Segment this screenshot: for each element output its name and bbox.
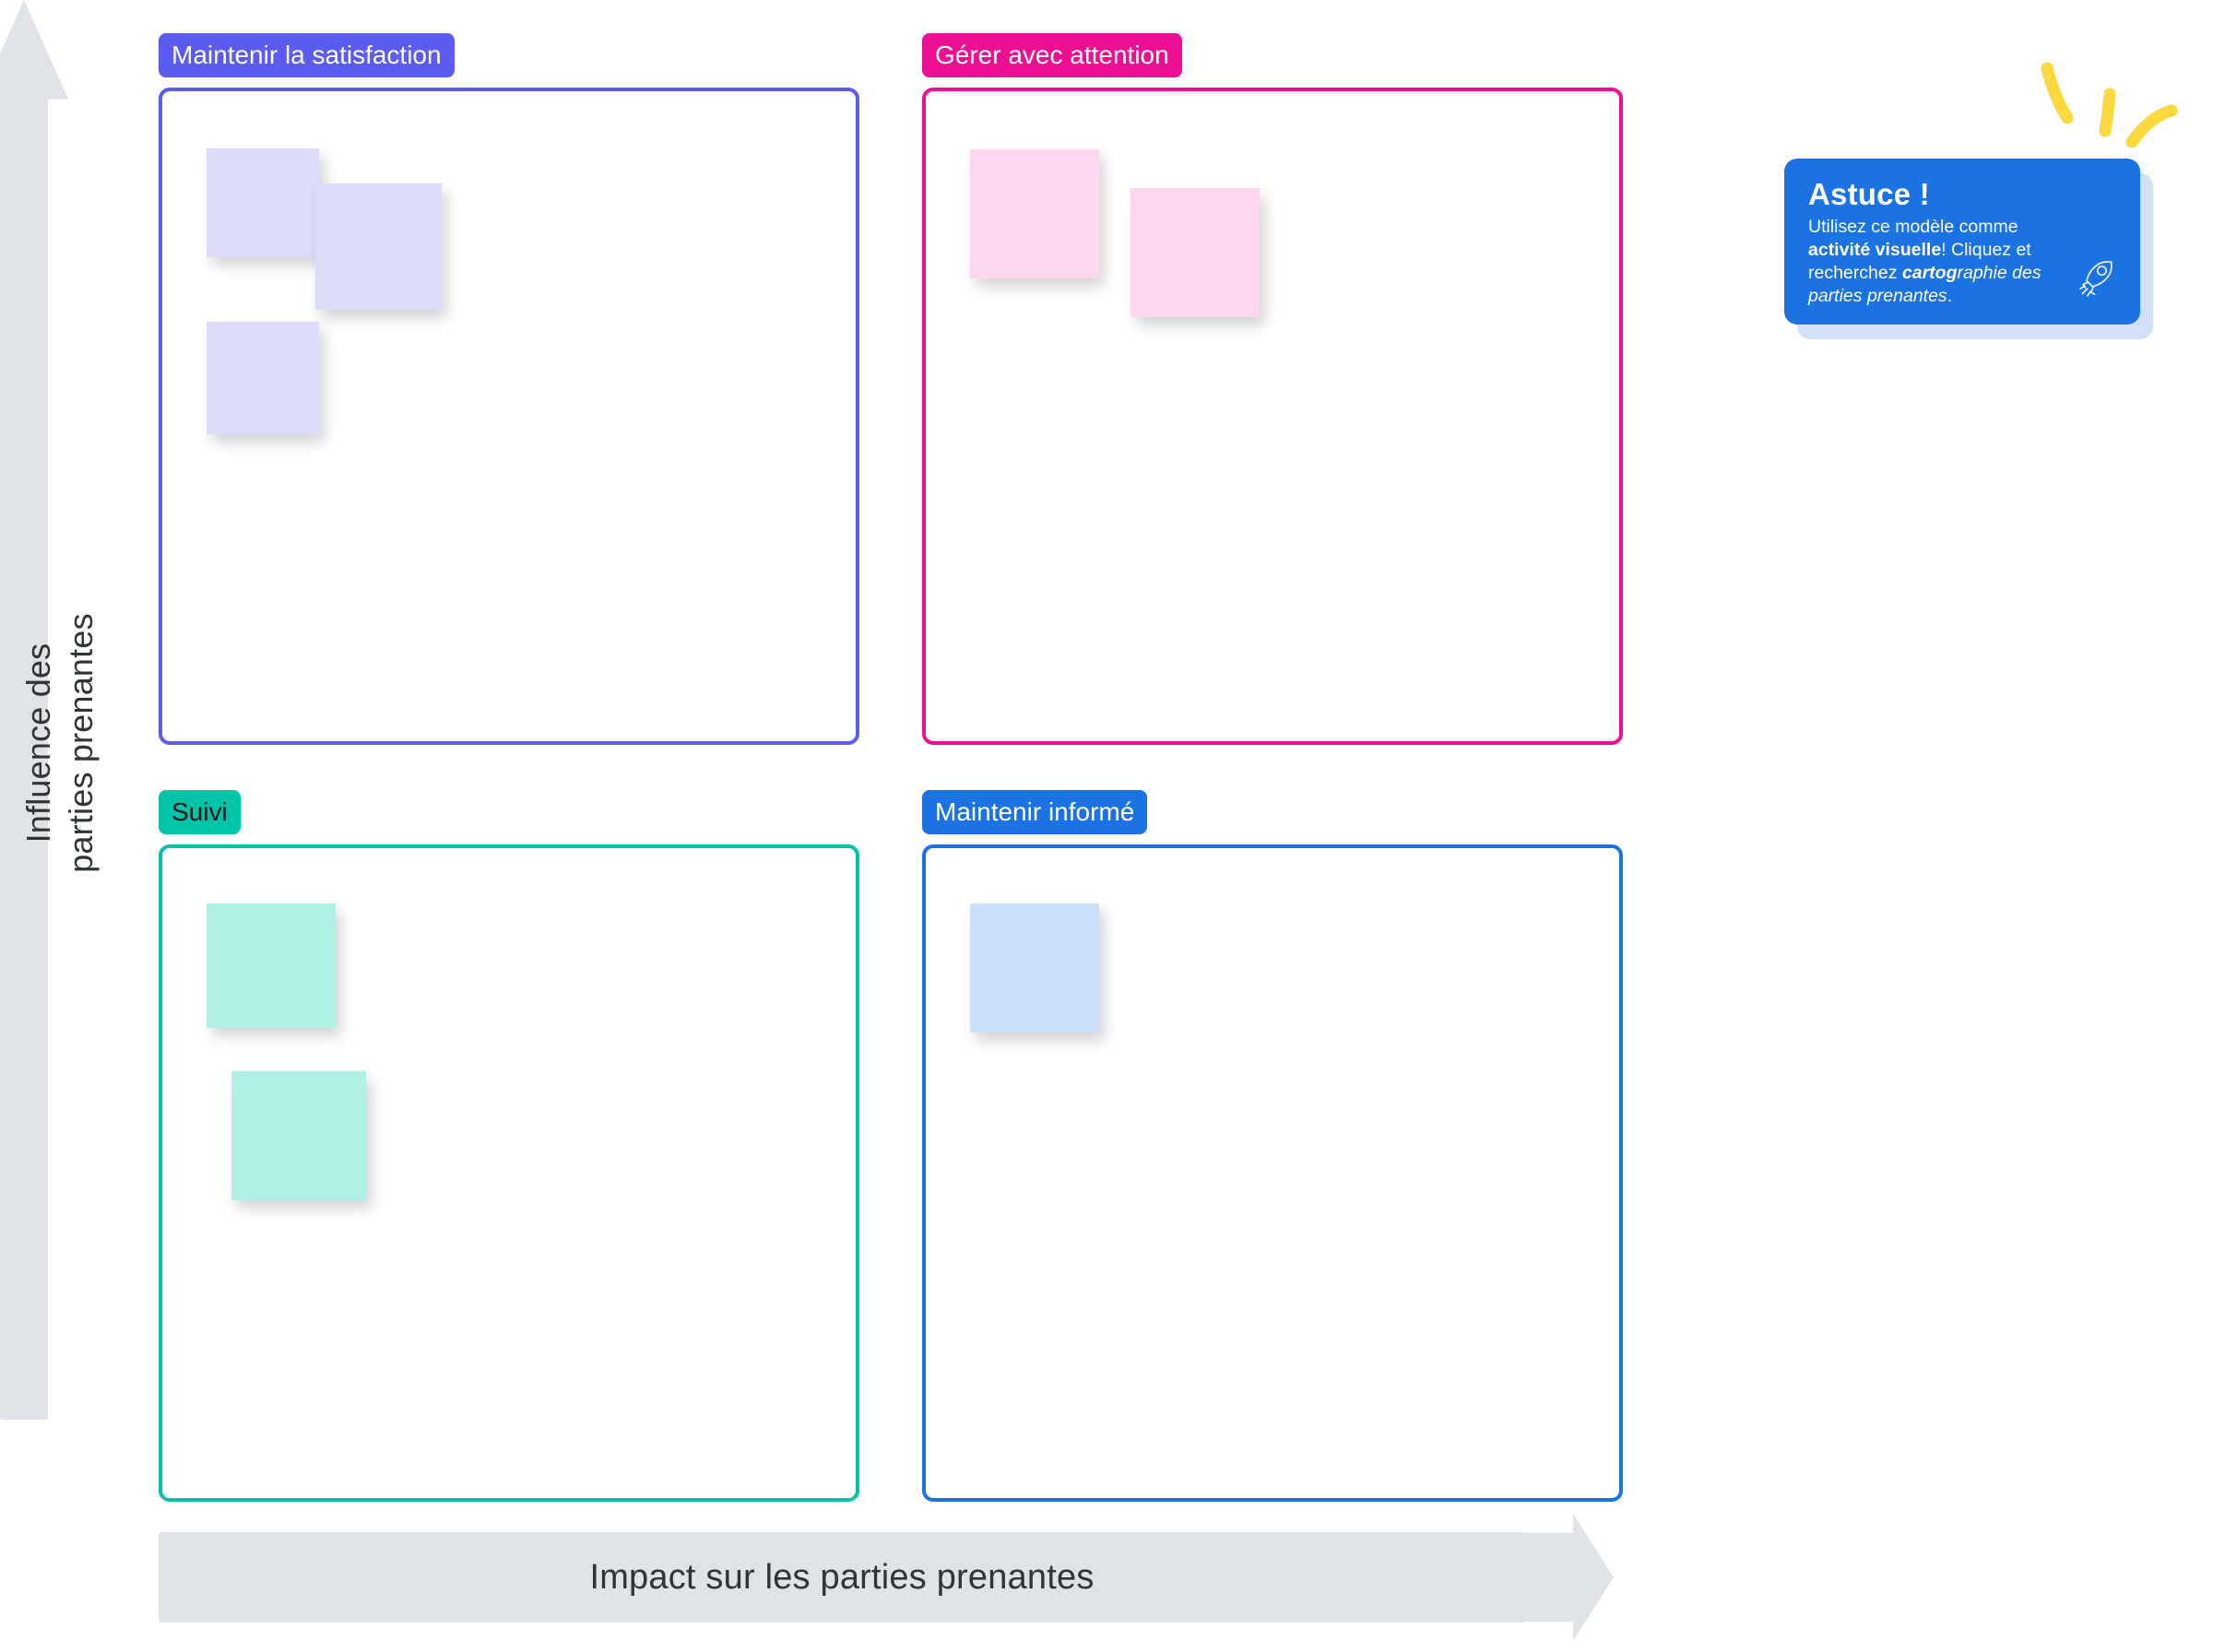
sparkles-decoration	[2041, 62, 2178, 148]
y-axis-arrow	[0, 0, 68, 1420]
tip-card-wrapper: Astuce ! Utilisez ce modèle comme activi…	[1784, 159, 2153, 339]
quadrant-top-right[interactable]	[922, 88, 1623, 745]
tip-body-prefix: Utilisez ce modèle comme	[1808, 216, 2018, 237]
quadrant-top-left[interactable]	[159, 88, 859, 745]
sparkle-stroke-right	[2125, 104, 2178, 148]
rocket-icon	[2079, 261, 2112, 297]
tip-body-bold: activité visuelle	[1808, 239, 1942, 260]
tip-title: Astuce !	[1808, 177, 1930, 211]
sticky-note[interactable]	[1130, 188, 1260, 317]
tip-body-italic: raphie des parties prenantes	[1808, 262, 2041, 306]
tip-body: Utilisez ce modèle comme activité visuel…	[1808, 216, 2059, 308]
quadrant-label-top-left[interactable]: Maintenir la satisfaction	[159, 33, 455, 77]
y-axis-label: Influence des parties prenantes	[19, 613, 100, 873]
sticky-note[interactable]	[315, 183, 442, 310]
sticky-note[interactable]	[231, 1071, 366, 1200]
quadrant-label-bottom-right[interactable]: Maintenir informé	[922, 790, 1148, 834]
x-axis-shaft	[159, 1532, 1525, 1622]
tip-card[interactable]: Astuce ! Utilisez ce modèle comme activi…	[1784, 159, 2140, 324]
arrow-right-icon	[1512, 1514, 1614, 1641]
x-axis-label: Impact sur les parties prenantes	[589, 1557, 1095, 1597]
x-axis-arrow	[159, 1514, 1614, 1641]
sticky-note[interactable]	[207, 322, 319, 434]
tip-body-bold-italic: cartog	[1901, 262, 1958, 283]
y-axis-shaft	[0, 85, 48, 1420]
quadrant-bottom-right[interactable]	[922, 844, 1623, 1502]
sticky-note[interactable]	[207, 148, 319, 257]
sparkle-stroke-left	[2041, 62, 2074, 124]
quadrant-label-top-right[interactable]: Gérer avec attention	[922, 33, 1182, 77]
sticky-note[interactable]	[970, 903, 1099, 1032]
sparkle-stroke-middle	[2099, 88, 2116, 137]
sticky-note[interactable]	[970, 149, 1099, 278]
tip-body-suffix: .	[1947, 285, 1953, 306]
quadrant-label-bottom-left[interactable]: Suivi	[159, 790, 241, 834]
quadrant-bottom-left[interactable]	[159, 844, 859, 1502]
tip-body-mid: ! Cliquez et recherchez	[1808, 239, 2031, 283]
sticky-note[interactable]	[207, 903, 336, 1028]
